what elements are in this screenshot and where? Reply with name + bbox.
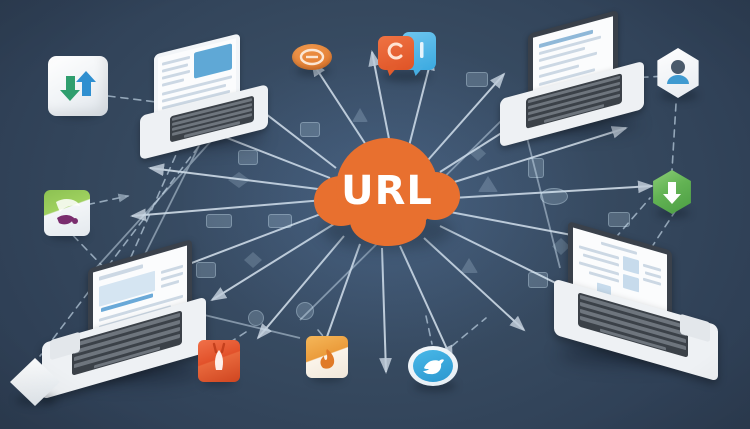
chat-glyphs bbox=[387, 42, 424, 60]
rocket-cube-icon bbox=[198, 340, 242, 386]
cube-face bbox=[44, 190, 90, 236]
chat-bubble-orange-icon bbox=[378, 36, 414, 70]
download-arrow-glyph bbox=[663, 182, 681, 204]
ghost-icon bbox=[552, 238, 570, 255]
ghost-icon bbox=[478, 176, 498, 192]
laptop-bottom-left bbox=[42, 239, 212, 400]
ghost-icon bbox=[528, 158, 544, 178]
diamond-node-icon bbox=[10, 358, 62, 408]
rocket-glyph bbox=[212, 342, 226, 370]
flame-glyph bbox=[320, 349, 335, 369]
ghost-icon bbox=[528, 272, 548, 288]
bird-circle-icon bbox=[408, 346, 462, 394]
screen-text-line bbox=[161, 279, 179, 288]
ghost-icon bbox=[470, 146, 486, 161]
cloud-lobe bbox=[336, 138, 438, 238]
chat-bubble-orange-tail bbox=[386, 66, 398, 76]
leaf-glyph bbox=[56, 199, 80, 225]
screen-thumb-block bbox=[623, 273, 639, 293]
sync-cube-icon bbox=[48, 56, 108, 118]
screen-text-line bbox=[643, 277, 661, 286]
chat-bubbles-group bbox=[374, 28, 440, 84]
sync-arrows-glyph bbox=[60, 71, 96, 101]
laptop-top-left bbox=[140, 33, 270, 160]
ghost-icon bbox=[228, 172, 250, 188]
screen-text-line bbox=[645, 271, 661, 279]
ghost-icon bbox=[268, 214, 292, 228]
avatar-glyph bbox=[667, 60, 689, 84]
cube-face bbox=[48, 56, 108, 116]
ghost-icon bbox=[300, 122, 320, 137]
ghost-icon bbox=[540, 188, 568, 205]
ghost-icon bbox=[206, 214, 232, 228]
url-label: URL bbox=[341, 168, 433, 214]
fire-cube-icon bbox=[306, 336, 350, 382]
ghost-icon bbox=[248, 310, 264, 326]
leaf-cube-icon bbox=[44, 190, 92, 240]
coin-badge-icon bbox=[292, 44, 334, 78]
url-cloud: URL bbox=[314, 138, 460, 250]
user-hexagon-icon bbox=[654, 48, 704, 102]
laptop-top-right bbox=[500, 9, 650, 148]
screen-text-line bbox=[162, 78, 184, 87]
ghost-icon bbox=[352, 108, 368, 122]
screen-thumb-block bbox=[623, 255, 639, 275]
screen-text-line bbox=[161, 271, 183, 281]
laptop-bottom-right bbox=[548, 221, 718, 382]
ghost-icon bbox=[460, 258, 478, 273]
screen-image-block bbox=[194, 43, 232, 79]
ghost-icon bbox=[196, 262, 216, 278]
ghost-icon bbox=[244, 252, 262, 268]
chat-bubble-blue-tail bbox=[412, 66, 424, 76]
coin-glyph bbox=[299, 48, 325, 66]
ghost-icon bbox=[608, 212, 630, 227]
ghost-icon bbox=[238, 150, 258, 165]
ghost-icon bbox=[466, 72, 488, 87]
ghost-icon bbox=[296, 302, 314, 320]
bird-glyph bbox=[423, 359, 444, 375]
download-cube-icon bbox=[650, 170, 696, 218]
